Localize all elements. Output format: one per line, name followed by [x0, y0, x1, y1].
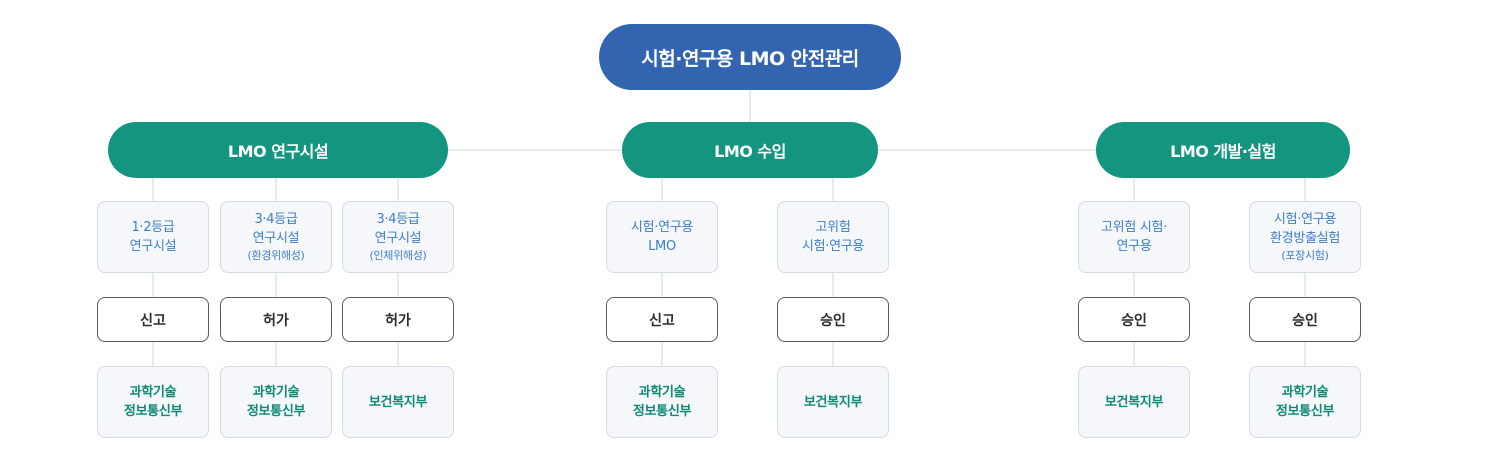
- box-text-line: 연구용: [1116, 239, 1152, 254]
- box-text-line: 시험·연구용: [630, 220, 694, 235]
- action-box: 허가: [220, 297, 332, 342]
- item-subtitle: (포장시험): [1281, 249, 1329, 262]
- action-box: 신고: [606, 297, 718, 342]
- box-text-line: 과학기술: [252, 385, 300, 400]
- action-box: 승인: [777, 297, 889, 342]
- item-box: 시험·연구용 LMO: [606, 201, 718, 273]
- agency-box: 보건복지부: [342, 366, 454, 438]
- category-node: LMO 수입: [622, 122, 878, 178]
- item-box: 고위험 시험· 연구용: [1078, 201, 1190, 273]
- action-box: 승인: [1078, 297, 1190, 342]
- box-text-line: 1·2등급: [131, 220, 175, 235]
- box-text-line: 정보통신부: [123, 404, 183, 419]
- box-text-line: 연구시설: [129, 239, 177, 254]
- box-text-line: 연구시설: [252, 231, 300, 246]
- box-text-line: 정보통신부: [1275, 404, 1335, 419]
- box-text-line: 시험·연구용: [801, 239, 865, 254]
- action-box: 허가: [342, 297, 454, 342]
- box-text-line: 정보통신부: [246, 404, 306, 419]
- box-text-line: 고위험: [815, 220, 851, 235]
- category-node: LMO 연구시설: [108, 122, 448, 178]
- box-text-line: 정보통신부: [632, 404, 692, 419]
- box-text-line: 고위험 시험·: [1101, 220, 1167, 235]
- box-text-line: 보건복지부: [803, 394, 863, 410]
- category-node: LMO 개발·실험: [1096, 122, 1350, 178]
- box-text-line: 보건복지부: [1104, 394, 1164, 410]
- box-text-line: 3·4등급: [376, 212, 420, 227]
- box-text-line: 과학기술: [129, 385, 177, 400]
- box-text-line: 보건복지부: [368, 394, 428, 410]
- box-text-line: 연구시설: [374, 231, 422, 246]
- agency-box: 보건복지부: [1078, 366, 1190, 438]
- agency-box: 보건복지부: [777, 366, 889, 438]
- box-text-line: 환경방출실험: [1270, 231, 1340, 246]
- item-subtitle: (인체위해성): [369, 249, 427, 262]
- box-text-line: 과학기술: [1281, 385, 1329, 400]
- box-text-line: 시험·연구용: [1273, 212, 1337, 227]
- action-box: 승인: [1249, 297, 1361, 342]
- box-text-line: 과학기술: [638, 385, 686, 400]
- box-text-line: LMO: [648, 239, 676, 254]
- root-node: 시험·연구용 LMO 안전관리: [599, 24, 901, 90]
- box-text-line: 3·4등급: [254, 212, 298, 227]
- item-subtitle: (환경위해성): [247, 249, 305, 262]
- action-box: 신고: [97, 297, 209, 342]
